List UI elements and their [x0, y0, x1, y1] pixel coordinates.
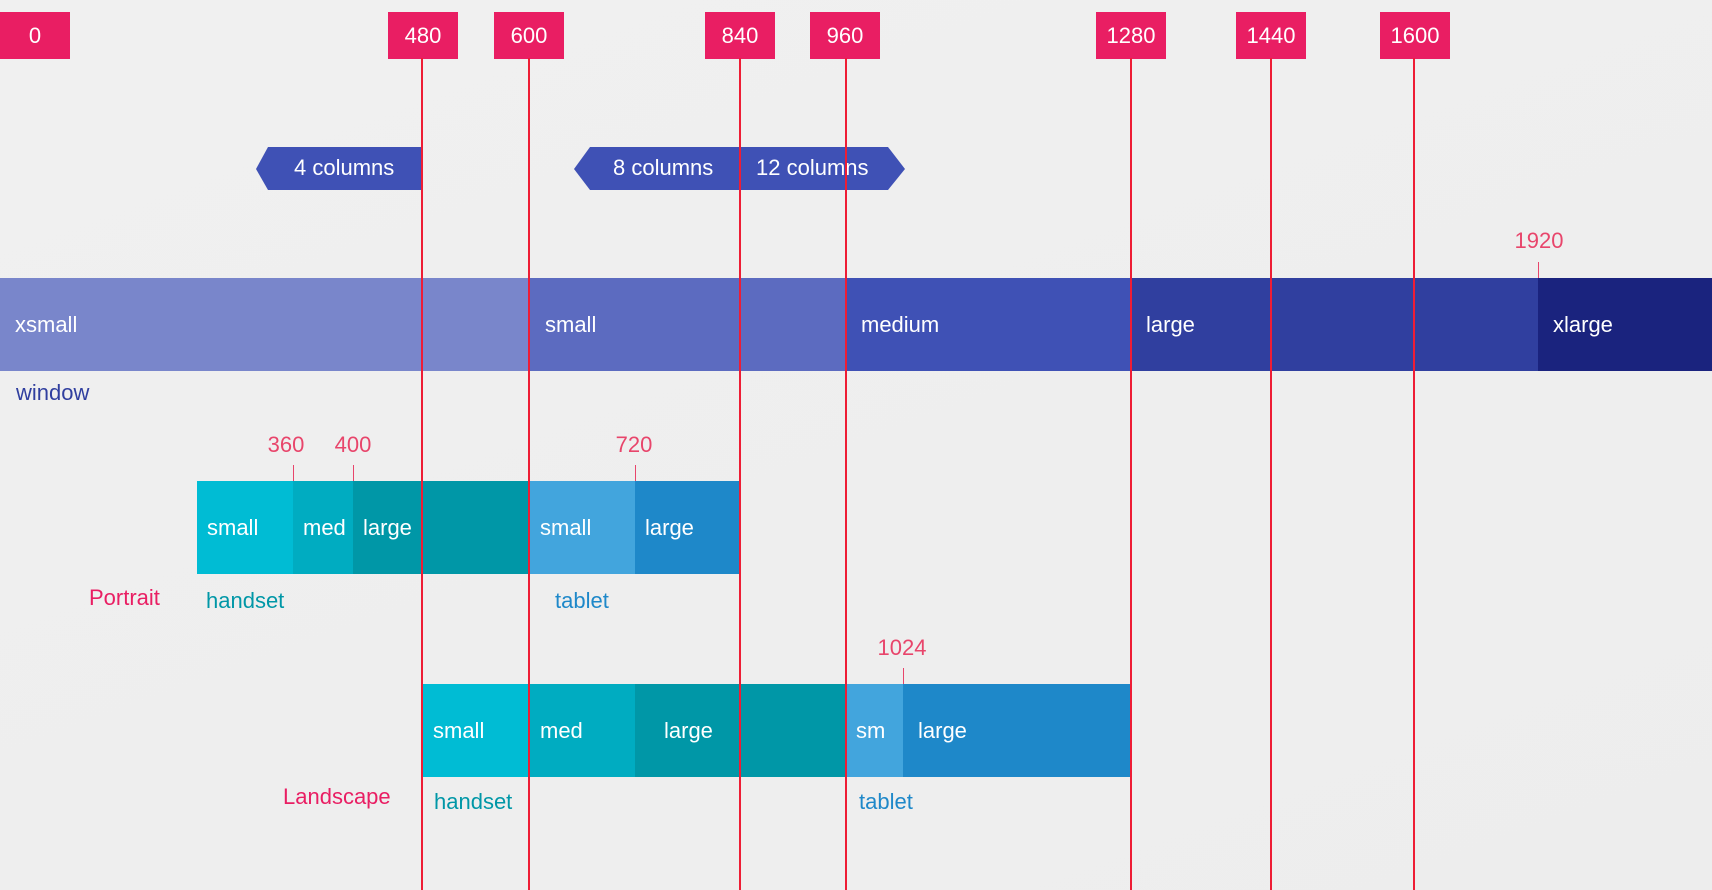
twelve-columns-label: 12 columns — [756, 155, 869, 180]
landscape-label: Landscape — [283, 784, 391, 809]
segment-label: large — [363, 514, 412, 540]
breakpoint-tag-480: 480 — [388, 12, 458, 59]
landscape-tablet-sm: sm — [846, 684, 903, 777]
portrait-marker-tick — [353, 465, 354, 481]
portrait-tablet-label: tablet — [555, 588, 609, 613]
landscape-handset-label: handset — [434, 789, 513, 814]
portrait-marker-tick — [293, 465, 294, 481]
window-segment-label: medium — [861, 311, 940, 337]
window-label: window — [16, 380, 90, 405]
breakpoint-line-480 — [421, 58, 423, 890]
segment-label: sm — [856, 717, 886, 743]
segment-label: small — [433, 717, 485, 743]
window-segment-medium: medium — [846, 278, 1131, 371]
landscape-handset-small: small — [423, 684, 530, 777]
portrait-label: Portrait — [89, 585, 160, 610]
window-segment-label: xlarge — [1553, 311, 1613, 337]
portrait-marker-tick — [635, 465, 636, 481]
window-segment-label: xsmall — [15, 311, 78, 337]
landscape-handset-med: med — [530, 684, 635, 777]
breakpoint-tag-1600: 1600 — [1380, 12, 1450, 59]
portrait-handset-label: handset — [206, 588, 285, 613]
breakpoint-tag-600: 600 — [494, 12, 564, 59]
segment-label: small — [540, 514, 592, 540]
landscape-tablet-label: tablet — [859, 789, 913, 814]
breakpoint-tag-1280: 1280 — [1096, 12, 1166, 59]
landscape-tablet-large: large — [903, 684, 1131, 777]
landscape-marker-tick — [903, 668, 904, 684]
breakpoint-tag-840: 840 — [705, 12, 775, 59]
window-segment-label: large — [1146, 311, 1195, 337]
window-segment-large: large — [1131, 278, 1538, 371]
landscape-marker-1024: 1024 — [877, 635, 927, 660]
portrait-handset-med: med — [293, 481, 353, 574]
breakpoint-line-1600 — [1413, 58, 1415, 890]
breakpoint-line-600 — [528, 58, 530, 890]
portrait-tablet-large: large — [635, 481, 740, 574]
segment-label: large — [645, 514, 694, 540]
portrait-marker-720: 720 — [615, 432, 653, 457]
portrait-tablet-small: small — [530, 481, 635, 574]
segment-label: med — [303, 514, 346, 540]
portrait-marker-400: 400 — [334, 432, 372, 457]
breakpoint-line-960 — [845, 58, 847, 890]
window-marker-tick — [1538, 262, 1539, 278]
window-segment-small: small — [530, 278, 846, 371]
window-marker-1920: 1920 — [1514, 228, 1564, 253]
segment-label: large — [664, 717, 713, 743]
breakpoint-tag-1440: 1440 — [1236, 12, 1306, 59]
breakpoint-line-840 — [739, 58, 741, 890]
four-columns-label: 4 columns — [294, 155, 395, 180]
eight-columns-label: 8 columns — [613, 155, 714, 180]
window-segment-xlarge: xlarge — [1538, 278, 1712, 371]
breakpoint-tag-960: 960 — [810, 12, 880, 59]
portrait-handset-small: small — [197, 481, 293, 574]
segment-label: large — [918, 717, 967, 743]
four-columns-arrow — [256, 147, 422, 190]
portrait-marker-360: 360 — [267, 432, 305, 457]
breakpoint-tag-0: 0 — [0, 12, 70, 59]
segment-label: small — [207, 514, 259, 540]
window-segment-xsmall: xsmall — [0, 278, 530, 371]
portrait-handset-large: large — [353, 481, 530, 574]
breakpoint-line-1440 — [1270, 58, 1272, 890]
window-segment-label: small — [545, 311, 597, 337]
breakpoint-line-1280 — [1130, 58, 1132, 890]
segment-label: med — [540, 717, 583, 743]
